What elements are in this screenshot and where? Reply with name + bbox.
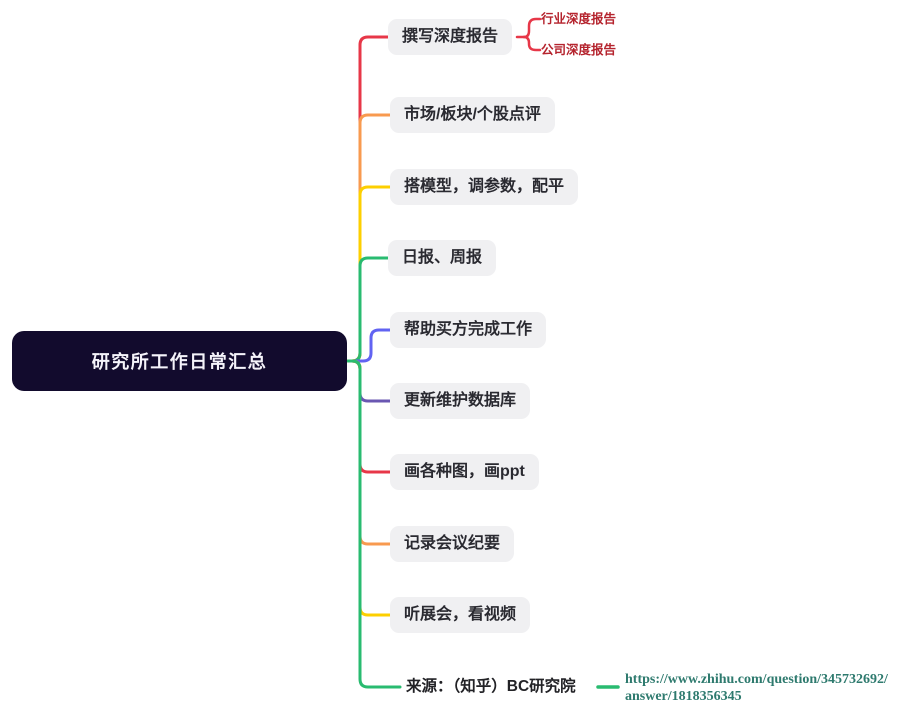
- topic-draw-charts-ppt[interactable]: 画各种图，画ppt: [390, 454, 539, 490]
- topic-expos-videos[interactable]: 听展会，看视频: [390, 597, 531, 633]
- subtopic-connector-lower: [522, 35, 542, 52]
- topic-meeting-minutes[interactable]: 记录会议纪要: [390, 526, 515, 562]
- branch-connector-1: [346, 35, 392, 363]
- topic-daily-weekly-reports[interactable]: 日报、周报: [388, 240, 497, 276]
- subtopic-connector-upper: [522, 17, 542, 39]
- branch-connector-9: [346, 359, 394, 617]
- topic-market-commentary[interactable]: 市场/板块/个股点评: [390, 97, 555, 133]
- root-topic[interactable]: 研究所工作日常汇总: [12, 331, 347, 391]
- branch-connector-8: [346, 359, 394, 546]
- branch-connector-4: [346, 256, 392, 363]
- branch-connector-source: [346, 359, 402, 689]
- source-url-link[interactable]: https://www.zhihu.com/question/345732692…: [625, 671, 888, 705]
- branch-connector-2: [346, 113, 394, 363]
- branch-connector-7: [346, 359, 394, 474]
- subtopic-industry-depth-report[interactable]: 行业深度报告: [541, 12, 617, 26]
- branch-connector-6: [346, 359, 394, 403]
- source-url-line2: answer/1818356345: [625, 689, 742, 704]
- topic-maintain-database[interactable]: 更新维护数据库: [390, 383, 531, 419]
- subtopic-company-depth-report[interactable]: 公司深度报告: [541, 43, 617, 57]
- branch-connector-5: [346, 328, 394, 363]
- source-label[interactable]: 来源：（知乎）BC研究院: [406, 678, 576, 695]
- topic-write-depth-report[interactable]: 撰写深度报告: [388, 19, 513, 55]
- topic-help-buyside[interactable]: 帮助买方完成工作: [390, 312, 547, 348]
- topic-build-models[interactable]: 搭模型，调参数，配平: [390, 169, 579, 205]
- source-url-line1: https://www.zhihu.com/question/345732692…: [625, 672, 888, 687]
